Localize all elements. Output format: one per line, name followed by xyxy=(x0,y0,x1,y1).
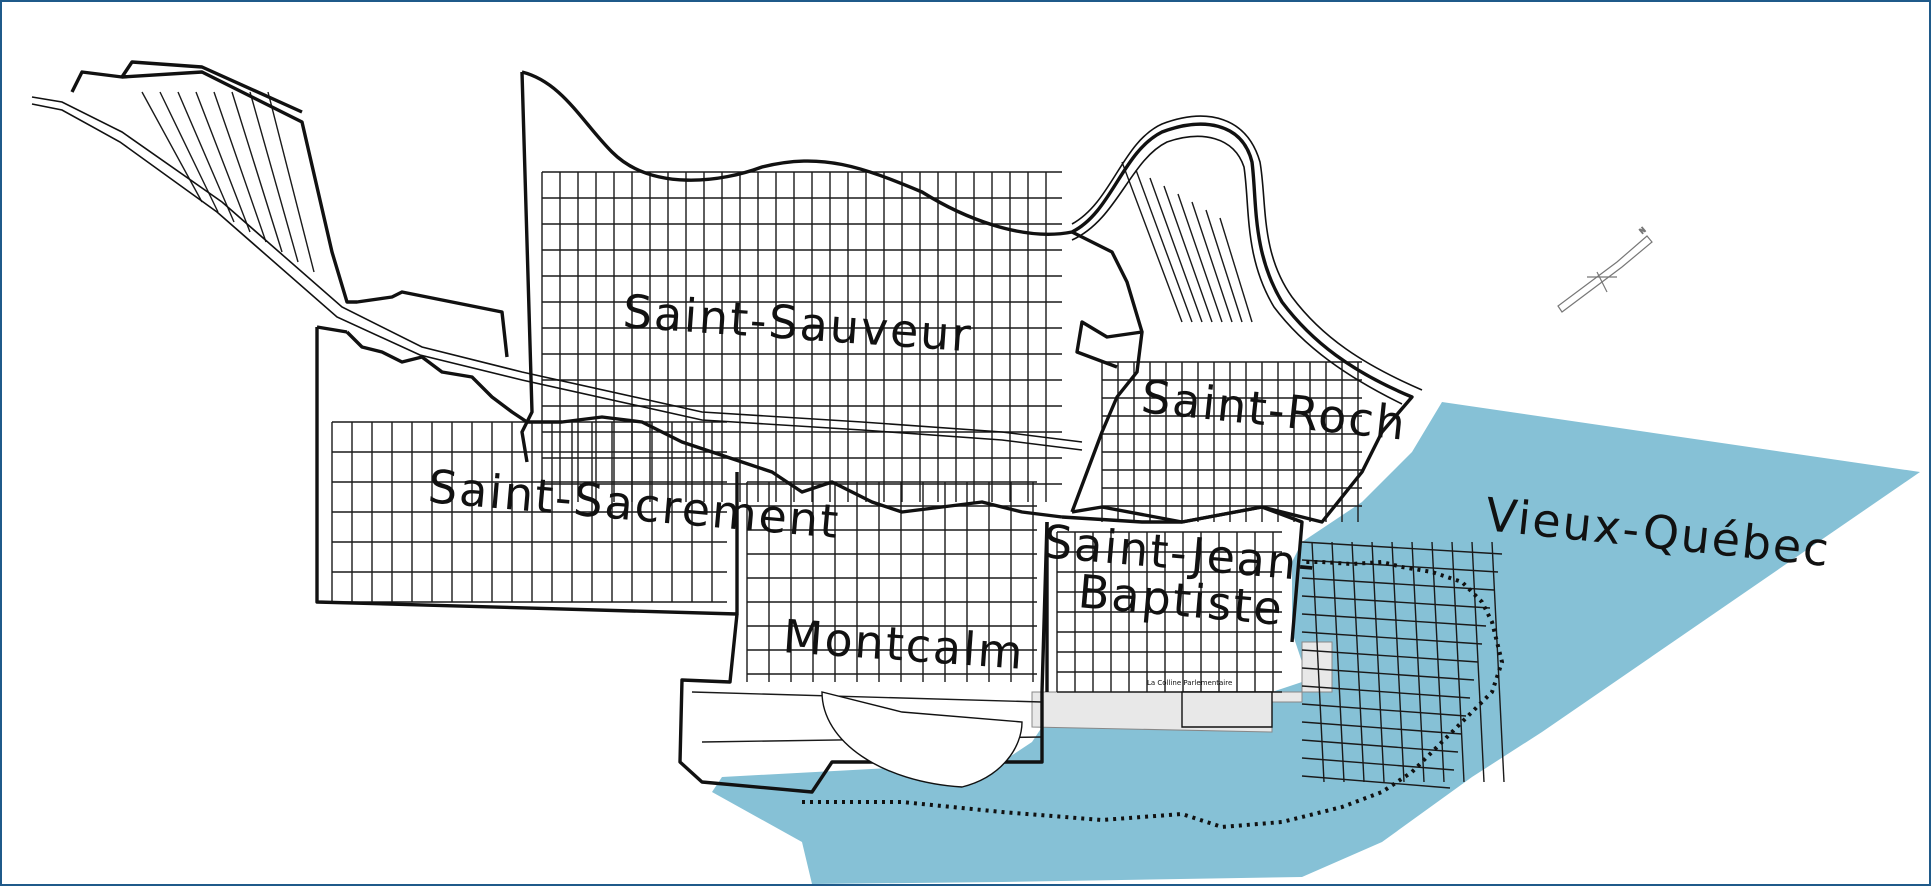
boundary-frame-left xyxy=(316,325,348,334)
fortification-line xyxy=(802,559,1505,830)
street xyxy=(1471,541,1485,783)
boundary-upper-left xyxy=(520,71,534,463)
street xyxy=(1135,169,1193,323)
boundary-saint-roch-west xyxy=(1070,320,1144,513)
north-arrow: N xyxy=(1557,225,1653,313)
park-outlines xyxy=(821,691,1273,788)
street xyxy=(1301,685,1471,699)
boundary-rail-yard-inner xyxy=(120,60,303,114)
street xyxy=(1301,559,1499,573)
street xyxy=(1301,541,1503,555)
boundary-rail-yard xyxy=(70,70,509,358)
boundary-saint-jean-baptiste xyxy=(1045,505,1304,692)
street xyxy=(1301,595,1491,609)
street xyxy=(1351,541,1365,783)
street xyxy=(691,691,1043,703)
street xyxy=(141,91,203,203)
street xyxy=(1391,541,1405,783)
street xyxy=(1331,541,1345,783)
street xyxy=(195,91,251,233)
label-colline-parlementaire: La Colline Parlementaire xyxy=(1147,679,1232,687)
street xyxy=(177,91,235,223)
street xyxy=(213,91,267,243)
boundary-sauveur-south xyxy=(345,330,1063,519)
street xyxy=(1163,185,1213,323)
street xyxy=(231,91,283,253)
label-saint-roch: Saint-Roch xyxy=(1139,369,1410,451)
street xyxy=(1301,757,1455,771)
street xyxy=(267,91,315,273)
street xyxy=(1451,541,1465,783)
district-boundaries xyxy=(70,60,1414,794)
street xyxy=(1177,193,1223,323)
street xyxy=(1149,177,1203,323)
street xyxy=(1121,161,1183,323)
boundary-saint-sauveur xyxy=(521,70,1414,524)
label-saint-sacrement: Saint-Sacrement xyxy=(426,459,842,549)
street xyxy=(1191,201,1233,323)
label-saint-sauveur: Saint-Sauveur xyxy=(621,284,974,362)
label-montcalm: Montcalm xyxy=(781,609,1026,680)
street xyxy=(1301,775,1451,789)
street-network xyxy=(141,91,1505,789)
street xyxy=(249,91,299,263)
street xyxy=(1411,541,1425,783)
boundary-saint-roch-upper xyxy=(1071,230,1144,333)
street xyxy=(1301,739,1459,753)
boundary-saint-sacrement xyxy=(315,327,739,616)
street xyxy=(1301,649,1479,663)
riverside-boulevard xyxy=(31,96,1423,451)
street xyxy=(1301,631,1483,645)
street xyxy=(1311,541,1325,783)
north-arrow-label: N xyxy=(1638,226,1647,236)
street xyxy=(1301,613,1487,627)
boundary-montcalm xyxy=(678,521,1049,794)
street xyxy=(1301,703,1467,717)
street xyxy=(1371,541,1385,783)
street xyxy=(1219,217,1253,323)
street xyxy=(1491,541,1505,783)
street xyxy=(1205,209,1243,323)
street xyxy=(1301,667,1475,681)
